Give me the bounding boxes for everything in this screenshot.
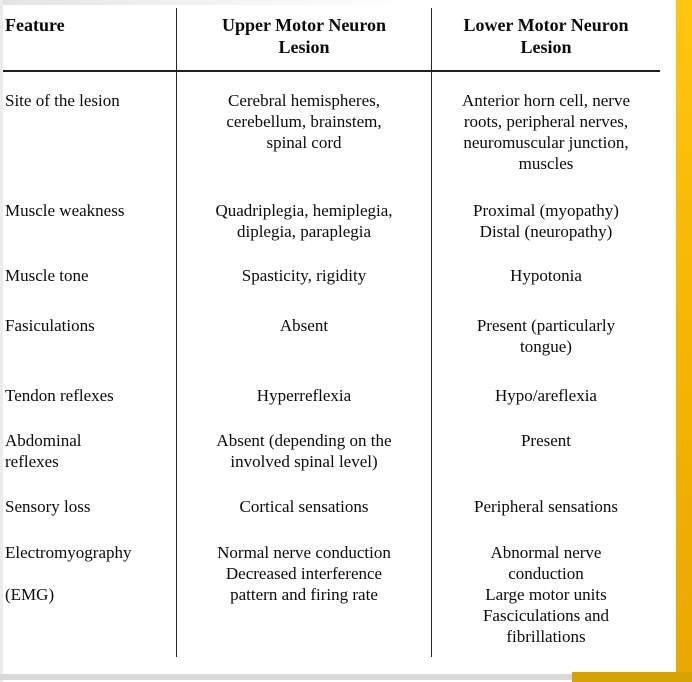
table-row: Fasiculations Absent Present (particular… — [3, 286, 660, 357]
feature-cell: Fasiculations — [5, 316, 95, 335]
accent-bar — [676, 0, 692, 682]
umn-cell: Quadriplegia, hemiplegia, diplegia, para… — [176, 174, 432, 242]
feature-cell: Site of the lesion — [5, 91, 120, 110]
feature-cell: Sensory loss — [5, 497, 91, 516]
table-row: Sensory loss Cortical sensations Periphe… — [3, 472, 660, 517]
page-edge-left — [0, 0, 3, 682]
lmn-cell: Hypotonia — [510, 266, 582, 285]
lmn-cell: Peripheral sensations — [474, 497, 618, 516]
feature-cell: Tendon reflexes — [5, 386, 114, 405]
umn-cell: Normal nerve conduction Decreased interf… — [176, 517, 432, 657]
lmn-cell: Abnormal nerve conduction Large motor un… — [482, 543, 610, 646]
feature-cell: Muscle weakness — [5, 201, 125, 220]
comparison-table: Feature Upper Motor Neuron Lesion Lower … — [3, 8, 660, 657]
umn-cell: Cortical sensations — [176, 472, 432, 517]
header-upper-motor-neuron-lesion: Upper Motor Neuron Lesion — [176, 8, 432, 70]
table-row: Site of the lesion Cerebral hemispheres,… — [3, 72, 660, 174]
umn-cell: Cerebral hemispheres, cerebellum, brains… — [176, 72, 432, 174]
header-feature: Feature — [5, 15, 65, 35]
table-row: Electromyography (EMG) Normal nerve cond… — [3, 517, 660, 657]
umn-cell: Absent (depending on the involved spinal… — [176, 406, 432, 472]
umn-cell: Spasticity, rigidity — [176, 242, 432, 286]
lmn-cell: Hypo/areflexia — [495, 386, 597, 405]
lmn-cell: Anterior horn cell, nerve roots, periphe… — [461, 91, 631, 173]
lmn-cell: Present (particularly tongue) — [476, 316, 616, 356]
page-edge-bottom — [0, 674, 572, 680]
table-header-row: Feature Upper Motor Neuron Lesion Lower … — [3, 8, 660, 72]
umn-cell: Hyperreflexia — [176, 357, 432, 406]
accent-bar-foot — [572, 672, 692, 682]
lmn-cell: Proximal (myopathy) Distal (neuropathy) — [473, 201, 619, 241]
table-row: Tendon reflexes Hyperreflexia Hypo/arefl… — [3, 357, 660, 406]
table-row: Muscle tone Spasticity, rigidity Hypoton… — [3, 242, 660, 286]
feature-cell: Muscle tone — [5, 266, 89, 285]
table-row: Muscle weakness Quadriplegia, hemiplegia… — [3, 174, 660, 242]
feature-cell: Electromyography (EMG) — [5, 543, 132, 604]
table-row: Abdominal reflexes Absent (depending on … — [3, 406, 660, 472]
page-edge-top — [0, 0, 692, 5]
header-lower-motor-neuron-lesion: Lower Motor Neuron Lesion — [463, 15, 629, 57]
umn-cell: Absent — [176, 286, 432, 357]
feature-cell: Abdominal reflexes — [5, 431, 82, 471]
lmn-cell: Present — [520, 431, 572, 450]
